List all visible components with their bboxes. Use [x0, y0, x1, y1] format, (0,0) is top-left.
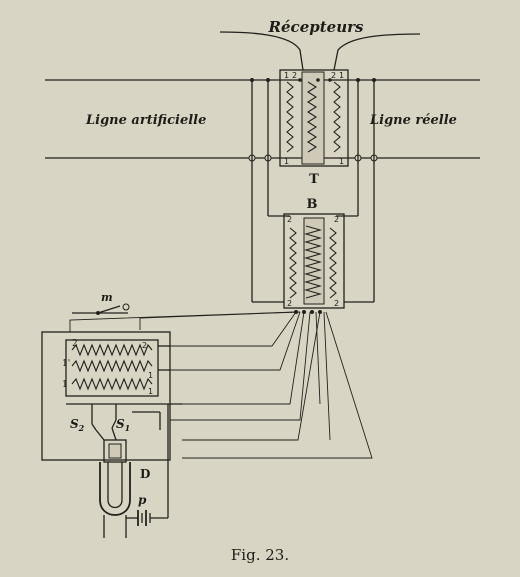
svg-text:2: 2 [292, 71, 297, 80]
t-to-b-wires [251, 80, 375, 303]
s1-label: S1 [116, 417, 130, 433]
svg-text:2: 2 [334, 215, 339, 224]
real-line-label: Ligne réelle [369, 113, 457, 128]
svg-text:1: 1 [284, 157, 289, 166]
svg-text:1: 1 [339, 71, 344, 80]
svg-text:1: 1 [339, 157, 344, 166]
line-wires [45, 79, 480, 159]
coil-box: 2 1 1 [41, 331, 182, 461]
svg-text:2: 2 [331, 71, 336, 80]
svg-text:1: 1 [284, 71, 289, 80]
svg-text:2: 2 [287, 299, 292, 308]
switch-m [72, 303, 130, 315]
figure-caption: Fig. 23. [231, 546, 289, 564]
receiver-leads [219, 31, 421, 71]
fanout-wires [69, 310, 373, 459]
transformer-t: 1 2 2 1 1 1 [279, 69, 349, 167]
switch-m-label: m [101, 291, 113, 304]
coil-mid-label: 1' [62, 359, 70, 369]
svg-text:2: 2 [287, 215, 292, 224]
transformer-t-label: T [309, 172, 319, 187]
coil-top-label: 2 [72, 339, 78, 349]
svg-text:1: 1 [148, 371, 153, 380]
device-d-label: D [140, 467, 150, 481]
svg-text:2: 2 [142, 341, 147, 350]
contacts-s [91, 404, 161, 431]
battery-p [126, 404, 169, 526]
svg-text:2: 2 [334, 299, 339, 308]
artificial-line-label: Ligne artificielle [85, 113, 206, 128]
svg-text:1: 1 [148, 387, 153, 396]
transformer-b-label: B [307, 197, 318, 212]
coil-bot-label: 1 [62, 380, 68, 390]
transformer-b: 2 2 2 2 [283, 213, 345, 309]
s2-label: S2 [70, 417, 85, 433]
battery-p-label: p [138, 493, 147, 507]
receivers-label: Récepteurs [268, 18, 364, 36]
device-d [95, 427, 131, 538]
